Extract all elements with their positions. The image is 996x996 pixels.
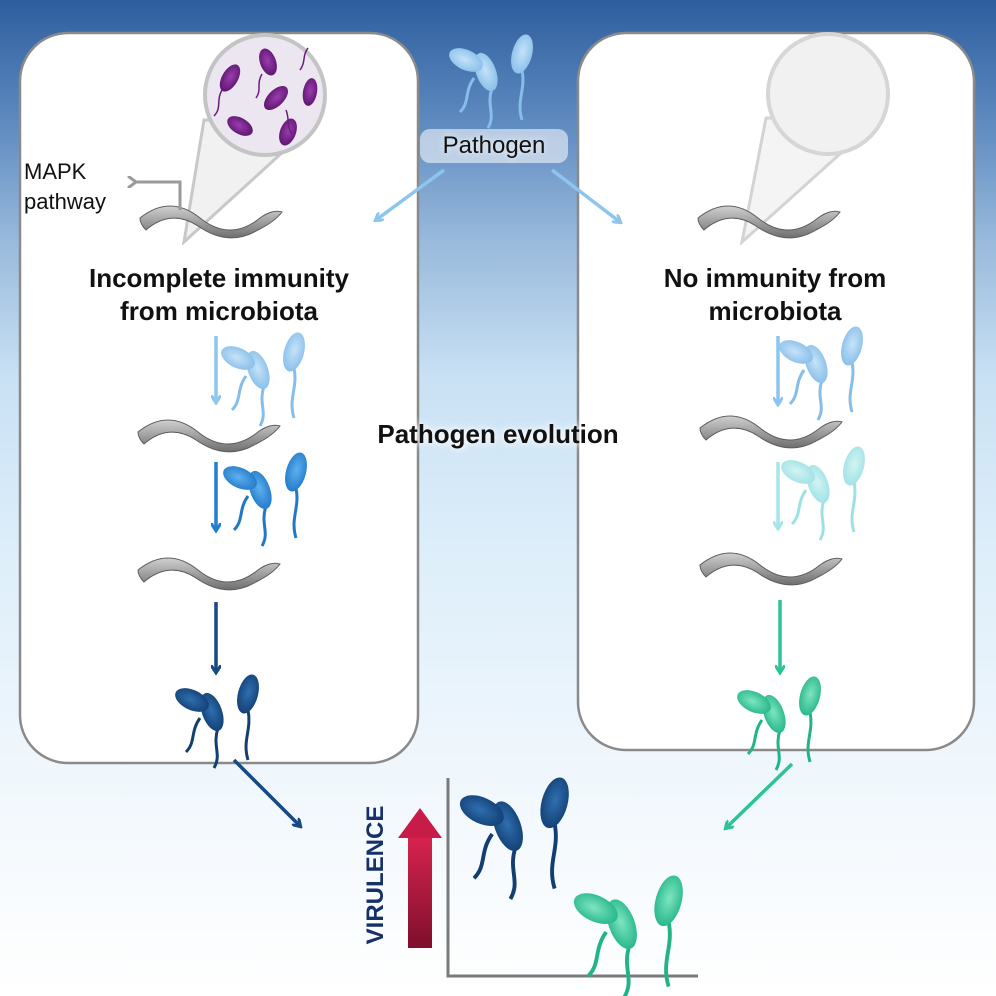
- pathogen-evolution-label: Pathogen evolution: [377, 419, 619, 449]
- arrow-to-left-panel: [376, 168, 446, 220]
- arrow-left-to-graph: [232, 758, 300, 826]
- arrow-to-right-panel: [550, 168, 620, 222]
- mapk-label-line2: pathway: [24, 188, 106, 214]
- mapk-pathway-label: MAPK pathway: [24, 157, 106, 216]
- pathogen-label: Pathogen: [420, 129, 568, 163]
- left-title-line2: from microbiota: [120, 295, 318, 326]
- virulence-axis-label: VIRULENCE: [362, 805, 389, 945]
- right-title-line2: microbiota: [708, 295, 842, 326]
- right-title-line1: No immunity from: [663, 263, 887, 293]
- virulence-up-arrow-icon: [398, 808, 442, 948]
- arrow-right-to-graph: [726, 762, 794, 828]
- pathogen-cluster-icon: [453, 772, 576, 901]
- microbiota-magnifier-icon: [181, 33, 327, 247]
- mapk-arrow: [136, 182, 182, 210]
- left-title-line1: Incomplete immunity: [88, 263, 350, 293]
- mapk-label-line1: MAPK: [24, 159, 87, 184]
- empty-magnifier-icon: [739, 32, 890, 247]
- pathogen-cluster-icon: [443, 30, 539, 130]
- virulence-graph-axes: [446, 778, 698, 978]
- left-panel-title: Incomplete immunity from microbiota: [20, 262, 418, 327]
- right-panel-title: No immunity from microbiota: [576, 262, 974, 327]
- right-panel: [576, 31, 976, 752]
